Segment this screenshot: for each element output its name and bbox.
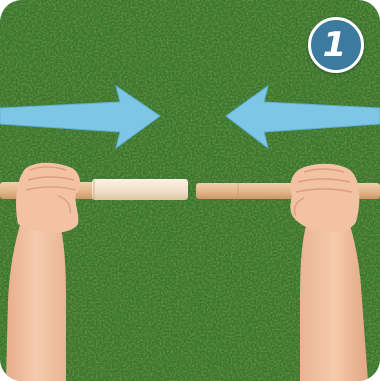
step-badge: 1: [308, 17, 364, 73]
step-number: 1: [323, 28, 347, 62]
right-hand: [290, 164, 368, 381]
